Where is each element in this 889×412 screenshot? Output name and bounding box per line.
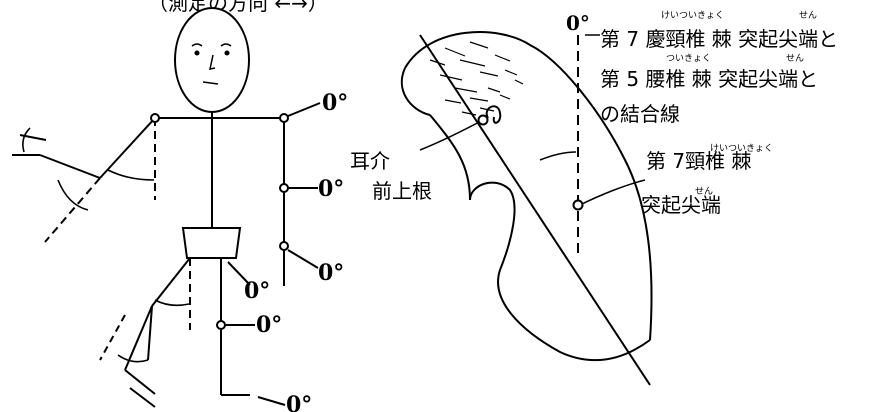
furigana-keitsuikyoku-2: けいついきょく [710,143,773,154]
human-figure [12,7,321,408]
zero-label-shoulder: 0° [322,90,348,116]
top-caption: （測定の方向 ←→） [148,0,328,15]
figure-face [191,43,232,85]
zero-label-wrist: 0° [318,260,344,286]
furigana-sen-3: せん [695,186,713,197]
line-label-1: 第 7 慶頸椎 棘 突起尖端と [600,27,838,51]
zero-label-elbow: 0° [318,176,344,202]
zero-label-hip: 0° [244,278,270,304]
zero-label-ankle: 0° [286,392,312,412]
furigana-sen-1: せん [799,10,817,21]
furigana-keitsuikyoku-1: けいついきょく [661,10,724,21]
zero-label-vertical: 0° [566,11,590,35]
furigana-sen-2: せん [786,53,804,64]
ear-label-line1: 耳介 [350,149,390,173]
c7-label-line2: 突起尖端 [641,193,721,217]
figure-pelvis [181,227,242,259]
line-label-3: の結合線 [600,102,680,126]
ear-label-line2: 前上根 [372,179,432,203]
ear-root-point [477,114,489,126]
furigana-tsuikyoku: ついきょく [666,53,711,64]
c7-point [572,199,584,211]
head-profile [400,31,653,386]
c7-label-line1: 第 7頸椎 棘 [646,149,751,173]
zero-label-knee: 0° [256,312,282,338]
line-label-2: 第 5 腰椎 棘 突起尖端と [600,67,818,91]
